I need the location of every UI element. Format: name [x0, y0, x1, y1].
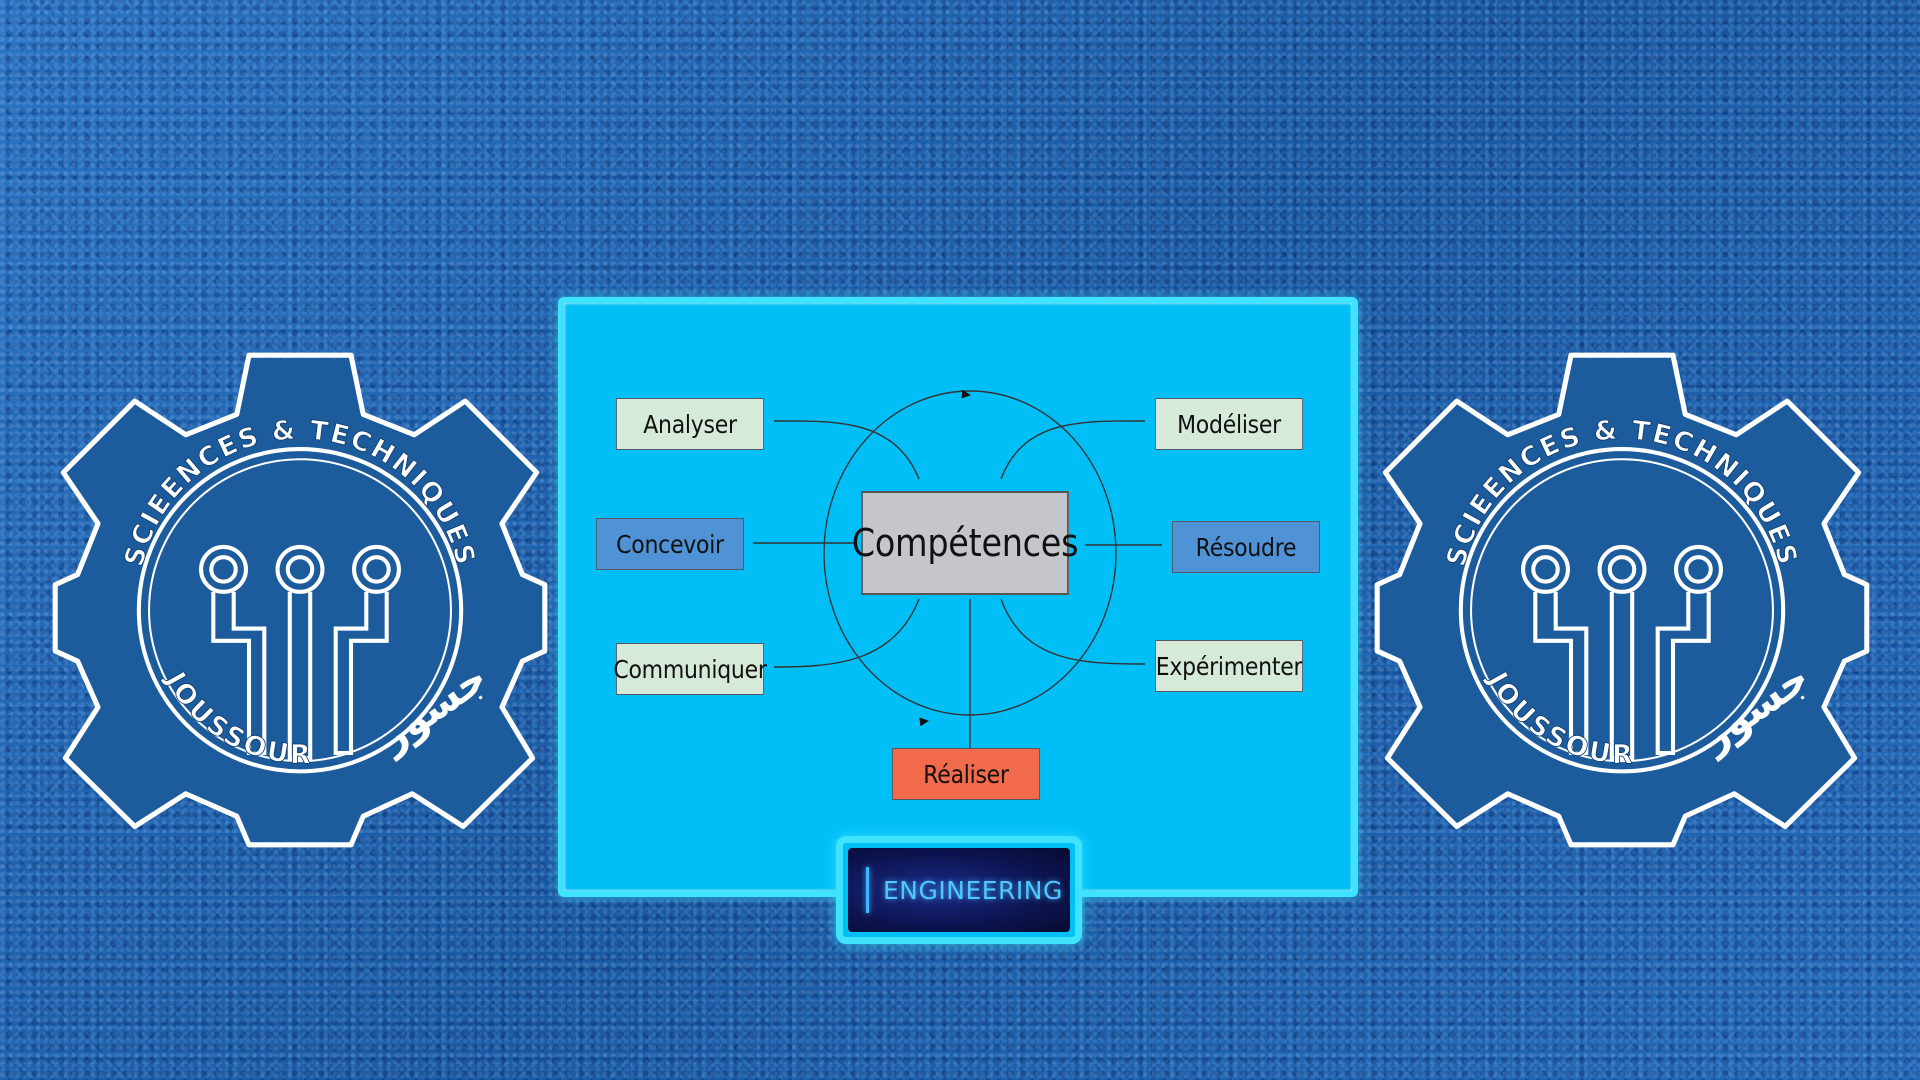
engineering-label: ENGINEERING [883, 875, 1063, 905]
circuit-icon [199, 544, 401, 761]
gear-icon [1374, 352, 1870, 848]
joussour-logo-left: SCIEENCES & TECHNIQUES JOUSSOUR جسور [45, 345, 555, 855]
engineering-badge-inner: ENGINEERING [848, 848, 1070, 932]
badge-accent-bar [866, 867, 869, 913]
node-analyser: Analyser [616, 398, 764, 450]
diagram-connectors [753, 389, 1162, 748]
node-competences: Compétences [852, 491, 1079, 595]
node-concevoir: Concevoir [596, 518, 744, 570]
joussour-logo-right: SCIEENCES & TECHNIQUES JOUSSOUR جسور [1367, 345, 1877, 855]
node-realiser: Réaliser [892, 748, 1040, 800]
node-resoudre: Résoudre [1172, 521, 1320, 573]
node-modeliser: Modéliser [1155, 398, 1303, 450]
engineering-badge: ENGINEERING [836, 836, 1082, 944]
competences-diagram-panel: Analyser Modéliser Concevoir Résoudre Co… [558, 297, 1358, 897]
gear-icon [52, 352, 548, 848]
circuit-icon [1521, 544, 1723, 761]
node-experimenter: Expérimenter [1155, 640, 1303, 692]
arrow-icon [919, 717, 929, 727]
node-communiquer: Communiquer [613, 643, 767, 695]
